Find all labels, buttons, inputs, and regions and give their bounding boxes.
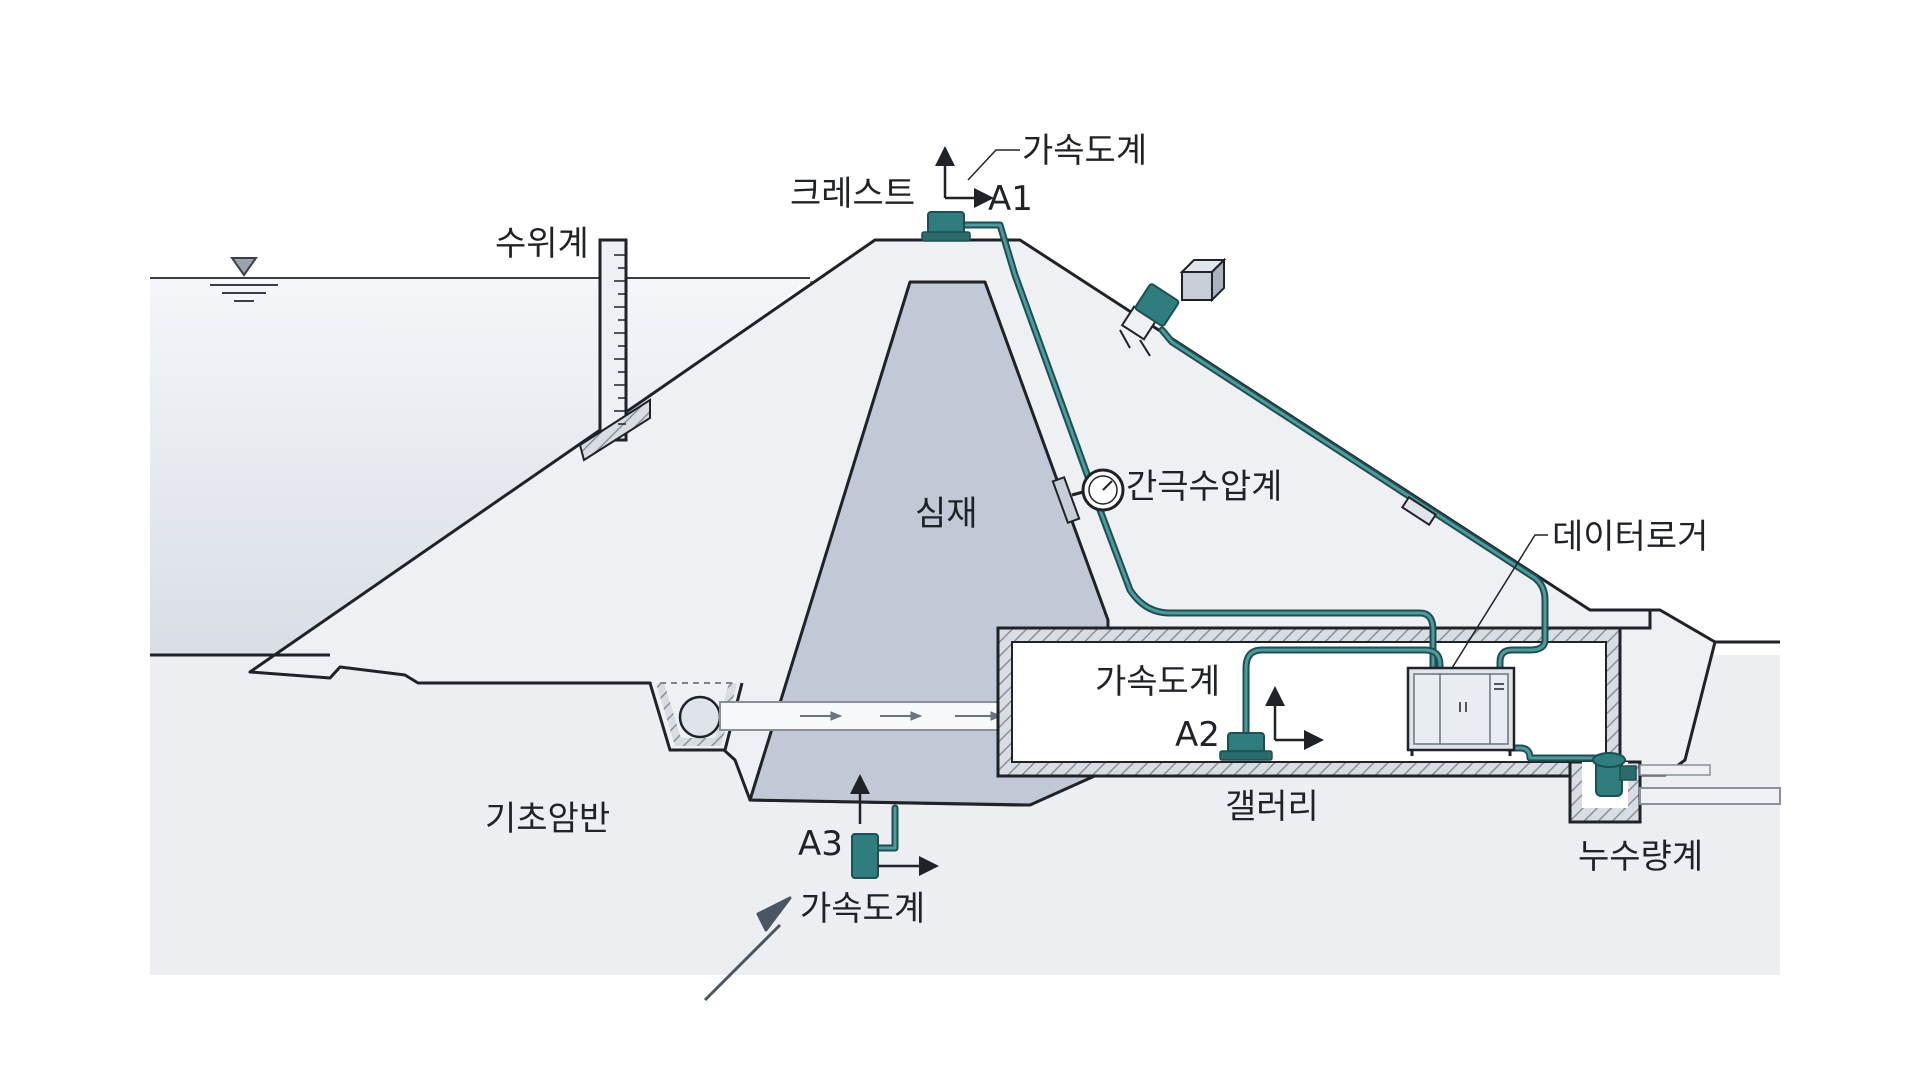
a2-axis-arrows: [1265, 686, 1324, 750]
gallery-accelerometer-a2[interactable]: [1219, 732, 1273, 761]
sensor-cables: [874, 221, 1604, 852]
label-a1: A1: [988, 179, 1033, 219]
label-leakage-meter: 누수량계: [1578, 837, 1703, 877]
label-accel-top: 가속도계: [1022, 131, 1147, 171]
crest-accelerometer-a1[interactable]: [921, 211, 971, 242]
leakage-meter[interactable]: [1592, 752, 1637, 797]
drainage-trench: [648, 681, 744, 752]
reservoir-water: [150, 278, 810, 655]
data-logger-leader: [1451, 534, 1548, 669]
survey-target-box: [1179, 257, 1227, 303]
water-level-symbol: [210, 257, 278, 302]
label-accel-foundation: 가속도계: [800, 889, 925, 929]
surface-settlement-sensor[interactable]: [1119, 283, 1180, 357]
label-gallery: 갤러리: [1225, 787, 1319, 827]
label-piezometer: 간극수압계: [1126, 467, 1282, 507]
water-level-gauge[interactable]: [578, 238, 651, 462]
seismic-wave-arrow: [703, 896, 792, 1002]
label-crest: 크레스트: [790, 174, 915, 214]
data-logger-cabinet[interactable]: [1406, 666, 1516, 756]
piezometer-gauge[interactable]: [1051, 468, 1125, 525]
foundation-accelerometer-a3[interactable]: [851, 833, 879, 879]
a1-axis-arrows: [935, 146, 1020, 208]
label-foundation: 기초암반: [485, 799, 610, 839]
label-a3: A3: [798, 824, 843, 864]
label-water-gauge: 수위계: [495, 224, 589, 264]
a3-axis-arrows: [850, 774, 939, 876]
label-core: 심재: [915, 494, 978, 534]
label-data-logger: 데이터로거: [1552, 517, 1708, 557]
label-a2: A2: [1175, 715, 1220, 755]
label-accel-gallery: 가속도계: [1095, 662, 1220, 702]
